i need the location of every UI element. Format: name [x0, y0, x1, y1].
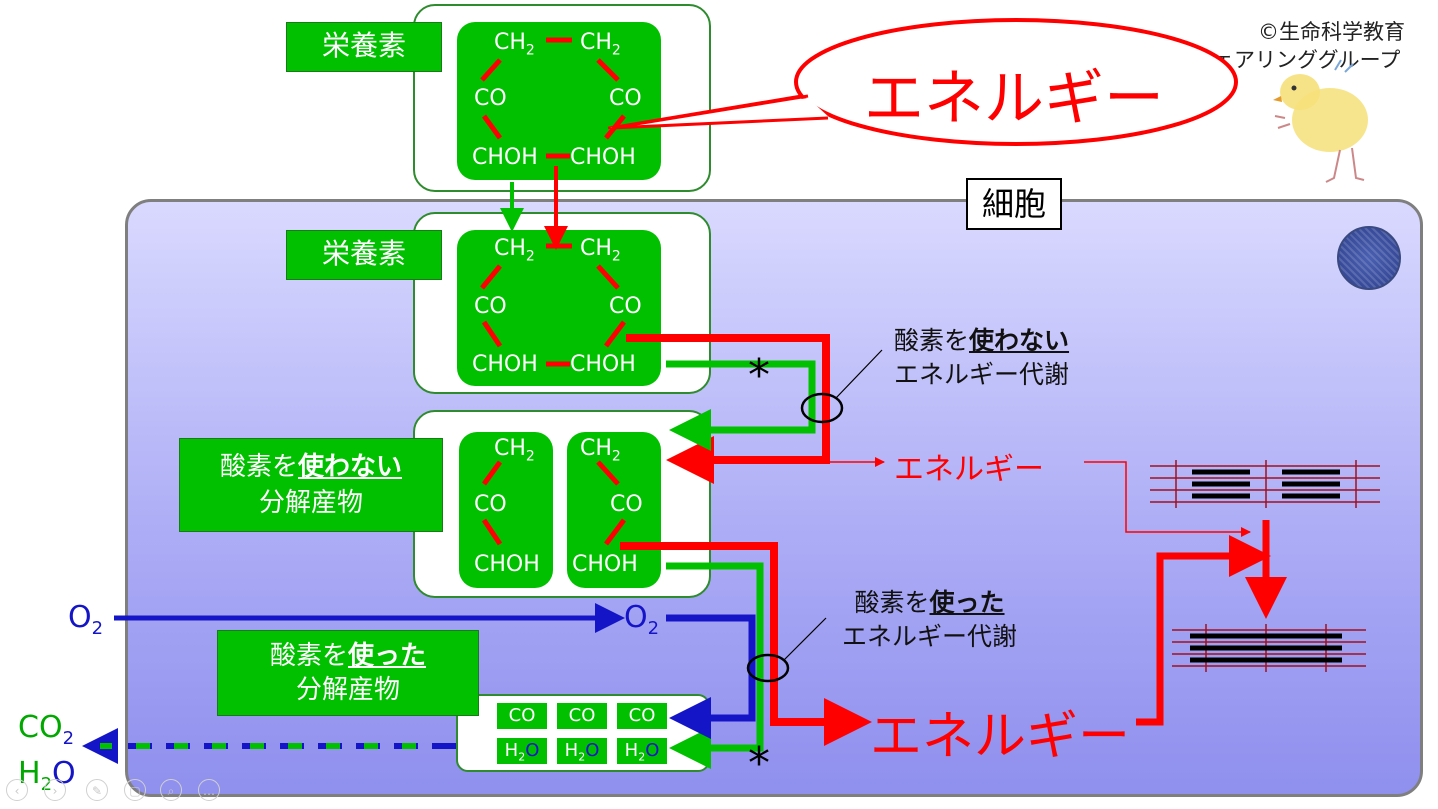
zoom-icon[interactable]: ⌕ — [160, 779, 182, 801]
aerobic-metabolism-a: 酸素を — [854, 588, 930, 617]
o2-label-right: O2 — [624, 600, 660, 639]
mol2-ch2-left: CH2 — [494, 236, 535, 265]
aerobic-product-text-b: 使った — [348, 641, 427, 671]
more-options-icon[interactable]: … — [198, 779, 220, 801]
prev-slide-icon[interactable]: ‹ — [6, 779, 28, 801]
aerobic-product-label: 酸素を使った 分解産物 — [217, 630, 479, 716]
copyright-line2: シェアリンググループ — [1192, 48, 1401, 72]
slides-icon[interactable]: ▢ — [124, 779, 146, 801]
mol1-choh-right: CHOH — [570, 145, 636, 170]
h2o-box-2: H2O — [557, 738, 607, 764]
anaerobic-product-label: 酸素を使わない 分解産物 — [179, 438, 443, 532]
anaerobic-metabolism-c: エネルギー代謝 — [894, 360, 1070, 389]
anaerobic-product-text-c: 分解産物 — [258, 488, 363, 518]
cell-label: 細胞 — [966, 178, 1062, 230]
frag1-co: CO — [474, 492, 507, 517]
co2-box-2: CO — [557, 703, 607, 729]
h2o-box-3: H2O — [617, 738, 667, 764]
nutrient-label-outside: 栄養素 — [286, 22, 442, 72]
frag2-ch2: CH2 — [580, 436, 621, 465]
mol2-co-right: CO — [609, 294, 642, 319]
mol1-co-right: CO — [609, 86, 642, 111]
frag1-ch2: CH2 — [494, 436, 535, 465]
frag2-co: CO — [610, 492, 643, 517]
pen-icon[interactable]: ✎ — [86, 779, 108, 801]
co2-box-3: CO — [617, 703, 667, 729]
mol1-co-left: CO — [474, 86, 507, 111]
mol1-ch2-right: CH2 — [580, 30, 621, 59]
energy-large-label: エネルギー — [870, 707, 1131, 767]
next-slide-icon[interactable]: › — [44, 779, 66, 801]
co2-box-1: CO — [497, 703, 547, 729]
mol2-choh-left: CHOH — [472, 352, 538, 377]
asterisk-aerobic: * — [748, 738, 770, 789]
mol1-ch2-left: CH2 — [494, 30, 535, 59]
anaerobic-metabolism-b: 使わない — [969, 326, 1070, 355]
anaerobic-product-text-a: 酸素を — [219, 452, 298, 482]
aerobic-product-text-c: 分解産物 — [295, 675, 400, 705]
anaerobic-products-box — [413, 410, 711, 598]
h2o-box-1: H2O — [497, 738, 547, 764]
aerobic-metabolism-b: 使った — [929, 588, 1005, 617]
nucleus — [1337, 226, 1401, 290]
aerobic-product-text-a: 酸素を — [269, 641, 348, 671]
anaerobic-metabolism-label: 酸素を使わない エネルギー代謝 — [894, 324, 1069, 392]
nutrient-label-inside: 栄養素 — [286, 230, 442, 280]
asterisk-anaerobic: * — [748, 350, 770, 401]
mol2-co-left: CO — [474, 294, 507, 319]
mol2-choh-right: CHOH — [570, 352, 636, 377]
aerobic-metabolism-c: エネルギー代謝 — [842, 622, 1018, 651]
copyright-line1: ©生命科学教育 — [1258, 20, 1405, 44]
energy-bubble-text: エネルギー — [864, 64, 1164, 134]
mol2-ch2-right: CH2 — [580, 236, 621, 265]
fragment-left — [459, 432, 553, 588]
co2-label-exhaust: CO2 — [18, 710, 75, 749]
aerobic-metabolism-label: 酸素を使った エネルギー代謝 — [842, 586, 1017, 654]
energy-small-label: エネルギー — [894, 452, 1044, 487]
frag1-choh: CHOH — [474, 552, 540, 577]
frag2-choh: CHOH — [572, 552, 638, 577]
mol1-choh-left: CHOH — [472, 145, 538, 170]
anaerobic-metabolism-a: 酸素を — [894, 326, 970, 355]
anaerobic-product-text-b: 使わない — [298, 452, 403, 482]
o2-label-left: O2 — [68, 600, 104, 639]
